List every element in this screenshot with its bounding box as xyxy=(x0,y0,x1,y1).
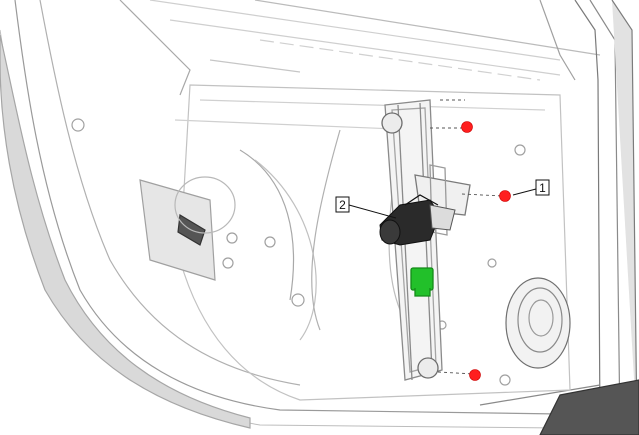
callout-1: 1 xyxy=(512,179,550,196)
callout-2-label: 2 xyxy=(339,198,346,212)
fastener-marker xyxy=(461,121,473,133)
callout-1-label: 1 xyxy=(539,181,546,195)
fastener-guides xyxy=(430,99,504,375)
callout-2-box xyxy=(335,196,350,213)
connector-block xyxy=(410,267,434,291)
callout-1-leader xyxy=(512,188,537,196)
callout-2-leader xyxy=(348,204,397,219)
fastener-markers xyxy=(461,121,511,381)
window-motor xyxy=(379,194,456,246)
fastener-marker xyxy=(499,190,511,202)
callout-1-box xyxy=(535,179,550,196)
callout-2: 2 xyxy=(335,196,397,219)
fastener-marker xyxy=(469,369,481,381)
